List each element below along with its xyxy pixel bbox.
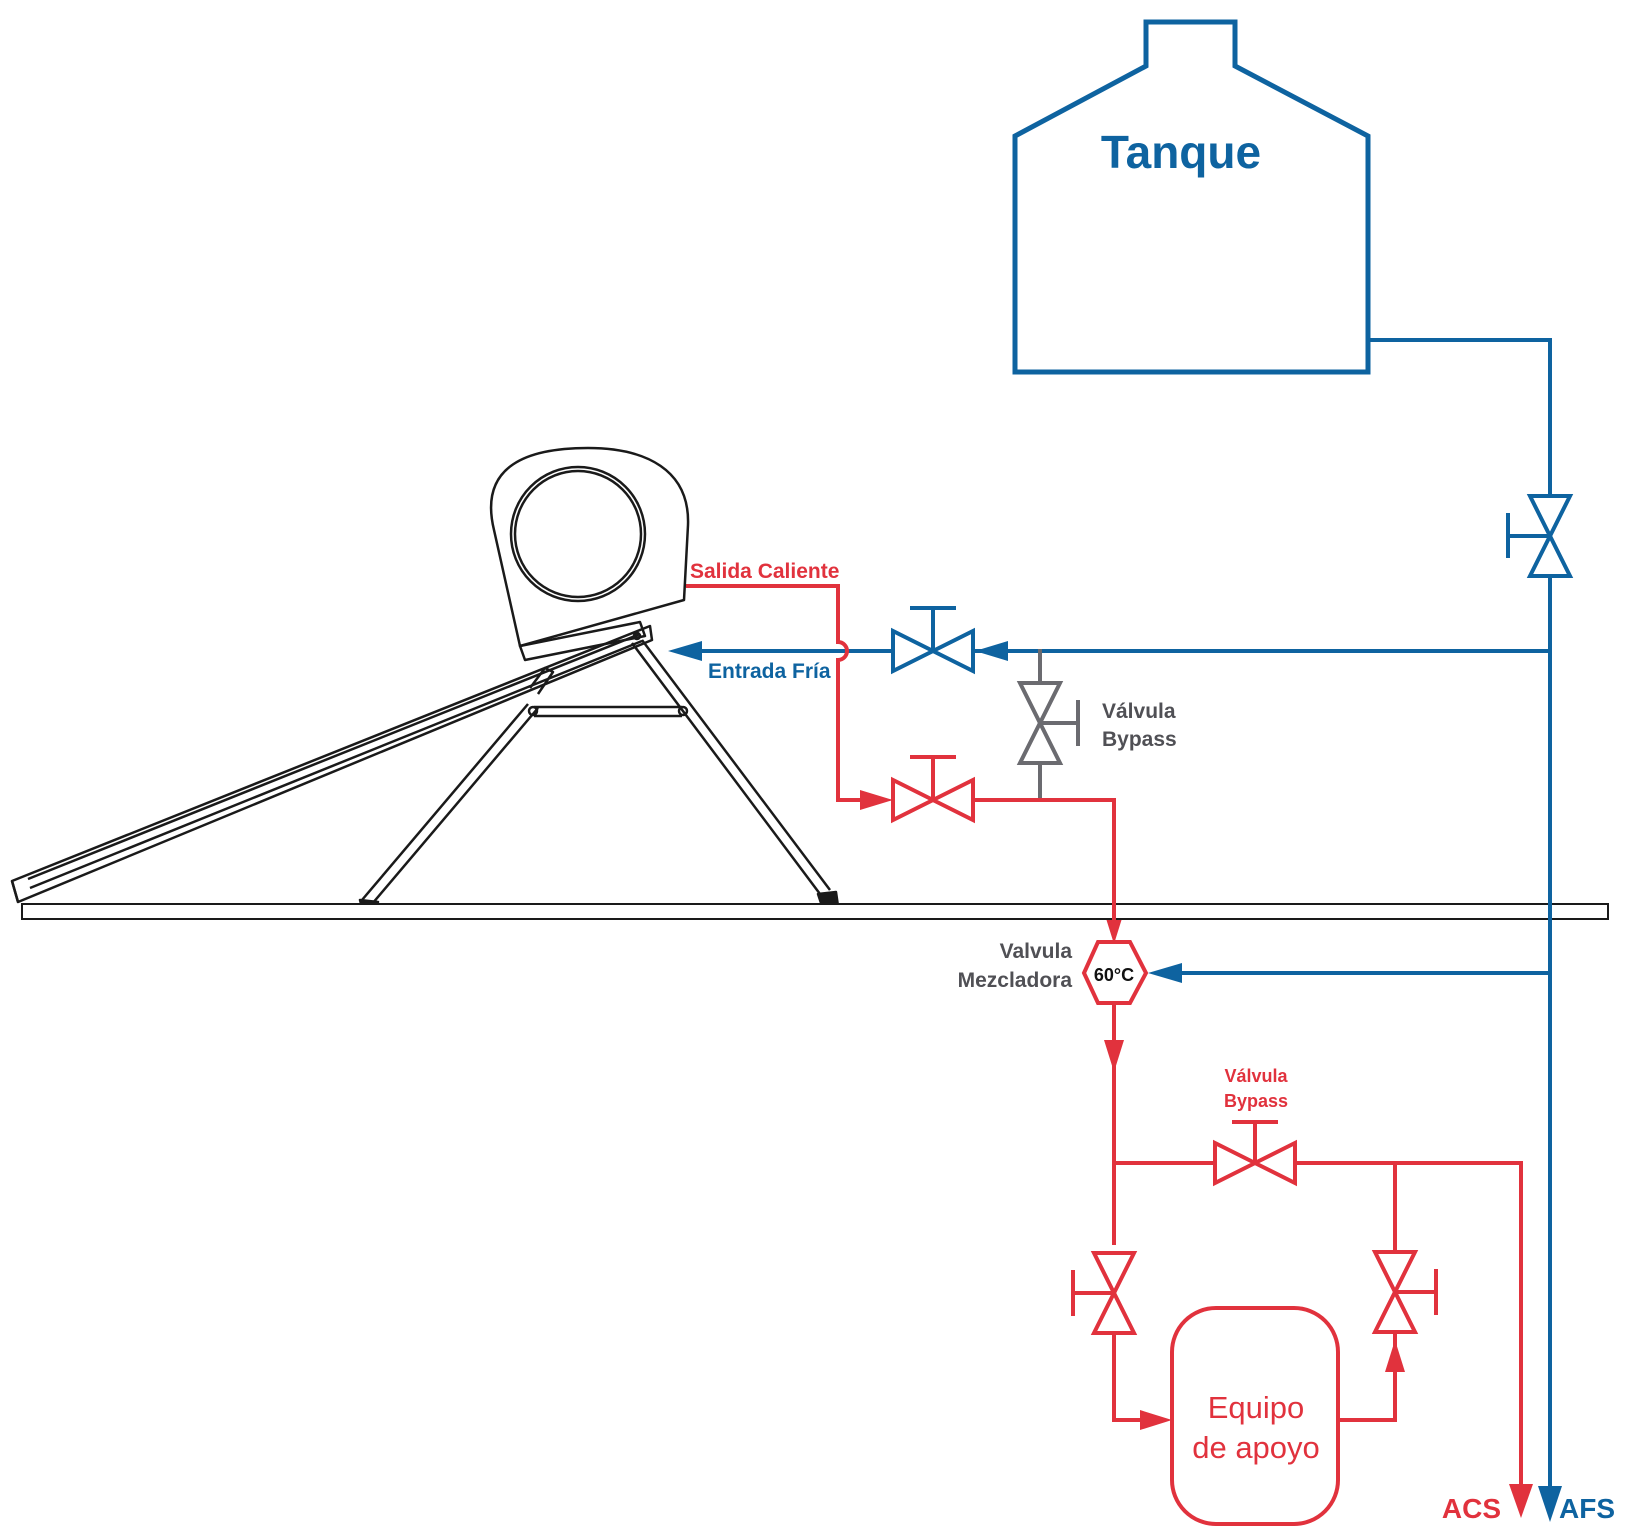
backup-outlet-valve xyxy=(1371,1250,1438,1334)
mixer-label-2: Mezcladora xyxy=(958,969,1073,992)
mixer-label-1: Valvula xyxy=(1000,940,1073,963)
afs-label: AFS xyxy=(1559,1493,1615,1524)
bypass-bottom: Válvula Bypass xyxy=(1213,1066,1297,1187)
mixer-temp: 60°C xyxy=(1094,965,1134,985)
backup-label-2: de apoyo xyxy=(1192,1430,1320,1465)
mixed-down-arrow xyxy=(1104,1040,1124,1072)
hot-outlet-label-visible: Salida Caliente xyxy=(690,560,839,583)
from-backup-arrow xyxy=(1385,1340,1405,1372)
hot-to-valve-arrow xyxy=(860,790,893,810)
hot-outlet-valve xyxy=(891,755,975,824)
cold-to-valve-arrow xyxy=(975,641,1008,661)
bypass-top-label-1: Válvula xyxy=(1102,700,1176,723)
backup-label-1: Equipo xyxy=(1208,1390,1305,1425)
ground-line xyxy=(21,903,1609,920)
cold-inlet-arrow xyxy=(668,641,702,661)
tank-outlet-valve xyxy=(1506,494,1574,578)
tank: Tanque xyxy=(1012,19,1371,375)
cold-inlet-valve xyxy=(891,606,975,675)
backup-inlet-valve xyxy=(1071,1251,1138,1335)
acs-label: ACS xyxy=(1442,1493,1501,1524)
backup-equipment: Equipo de apoyo xyxy=(1170,1306,1340,1526)
cold-inlet-label: Entrada Fría xyxy=(708,660,831,683)
afs-arrow xyxy=(1538,1486,1562,1522)
bypass-bottom-label-2: Bypass xyxy=(1224,1091,1288,1111)
cold-water-piping xyxy=(688,338,1552,1502)
bypass-top-label-2: Bypass xyxy=(1102,728,1177,751)
mixing-valve: 60°C Valvula Mezcladora xyxy=(958,940,1149,1005)
bypass-top: Válvula Bypass xyxy=(1016,649,1177,802)
solar-heater xyxy=(10,446,840,910)
bypass-bottom-label-1: Válvula xyxy=(1224,1066,1288,1086)
tank-label: Tanque xyxy=(1101,126,1261,178)
acs-arrow xyxy=(1509,1484,1533,1518)
to-backup-arrow xyxy=(1140,1410,1172,1430)
cold-to-mixer-arrow xyxy=(1148,963,1182,983)
